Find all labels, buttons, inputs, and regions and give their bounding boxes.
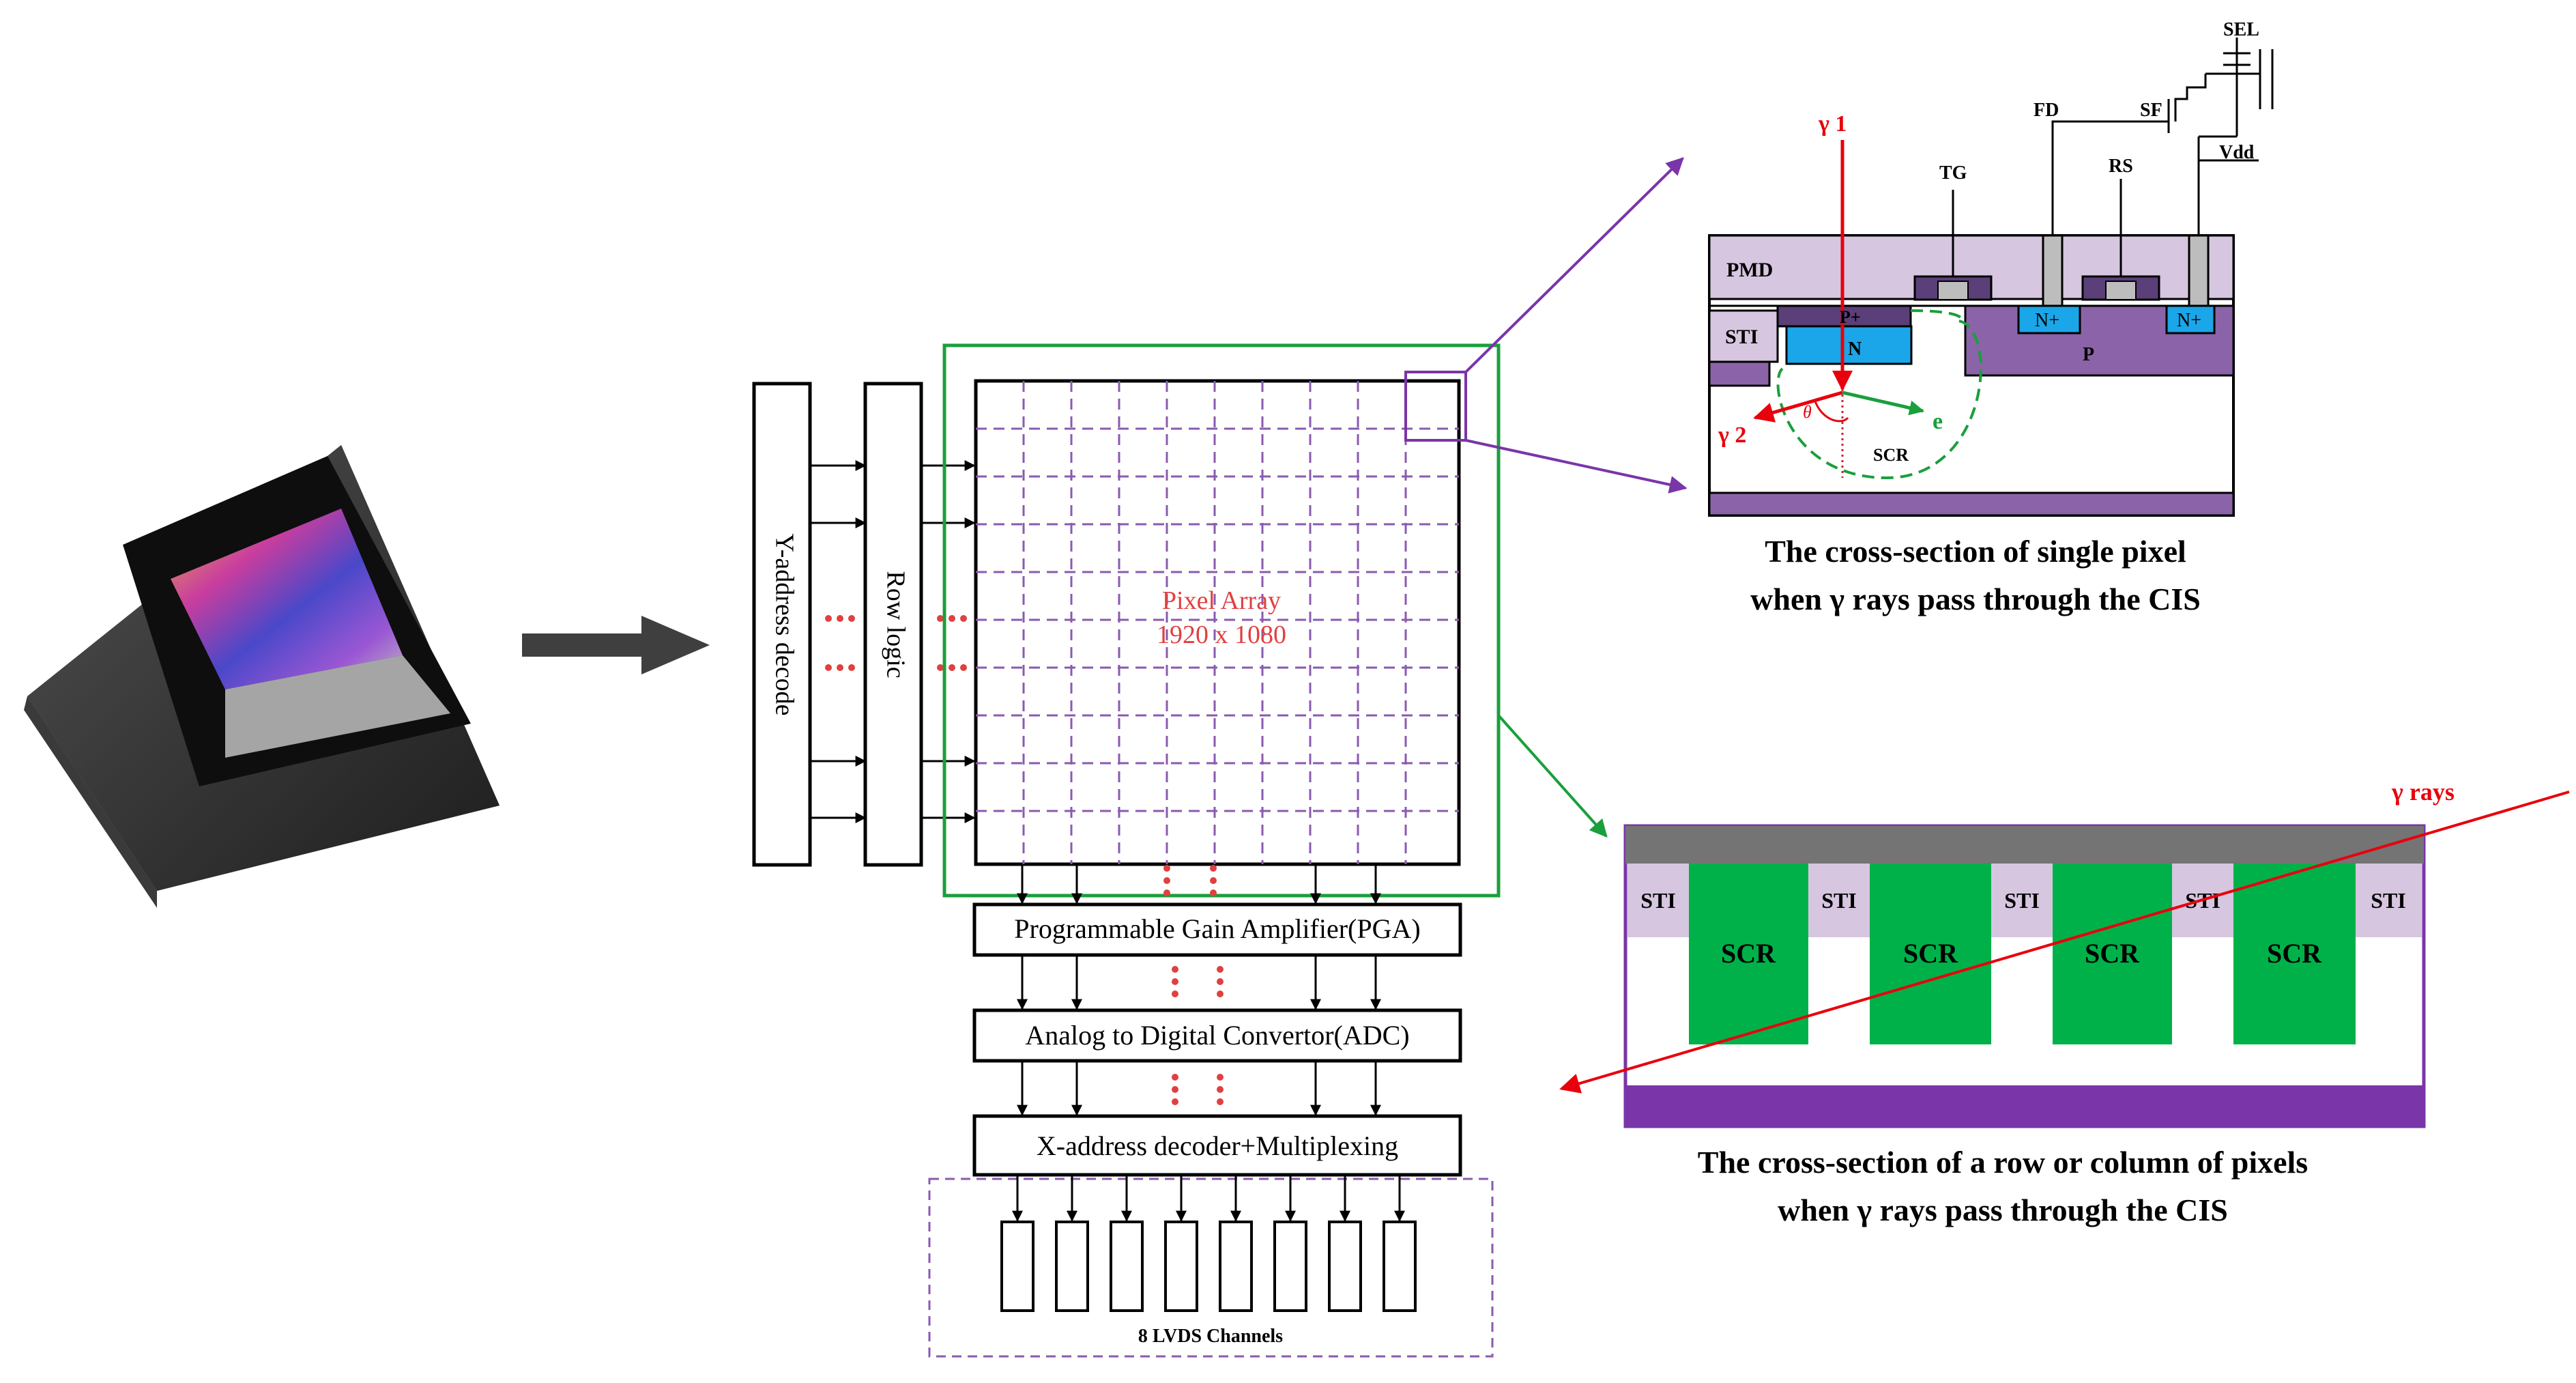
big-right-arrow-icon bbox=[522, 616, 710, 674]
row-logic-label: Row logic bbox=[881, 571, 910, 678]
row-scr-label-3: SCR bbox=[2085, 938, 2140, 969]
adc-block: Analog to Digital Convertor(ADC) bbox=[972, 1008, 1462, 1063]
fd-label: FD bbox=[2034, 100, 2059, 121]
pixel-array-size: 1920 x 1080 bbox=[1157, 621, 1286, 649]
pixel-array: Pixel Array 1920 x 1080 bbox=[974, 379, 1461, 866]
lvds-channel-5 bbox=[1219, 1221, 1253, 1312]
gamma1-label: γ 1 bbox=[1818, 111, 1847, 137]
electron-label: e bbox=[1933, 409, 1943, 434]
row-ellipsis-dots bbox=[825, 615, 967, 671]
y-address-decode-block: Y-address decode bbox=[752, 382, 812, 867]
row-to-array-arrows bbox=[921, 460, 976, 823]
array-zoom-arrow bbox=[1497, 714, 1608, 838]
y-address-decode-label: Y-address decode bbox=[770, 534, 798, 716]
x-decoder-block: X-address decoder+Multiplexing bbox=[972, 1114, 1462, 1177]
lvds-channel-2 bbox=[1055, 1221, 1089, 1312]
theta-label: θ bbox=[1803, 402, 1812, 422]
row-scr-label-2: SCR bbox=[1903, 938, 1958, 969]
gamma2-label: γ 2 bbox=[1718, 423, 1746, 448]
pmd-label: PMD bbox=[1726, 259, 1773, 281]
n-plus-label-2: N+ bbox=[2177, 310, 2201, 331]
x-decoder-label: X-address decoder+Multiplexing bbox=[1037, 1130, 1398, 1161]
gamma-rays-label: γ rays bbox=[2391, 778, 2455, 805]
pga-label: Programmable Gain Amplifier(PGA) bbox=[1014, 913, 1420, 944]
row-sti-label-2: STI bbox=[1821, 888, 1857, 913]
adc-label: Analog to Digital Convertor(ADC) bbox=[1025, 1020, 1409, 1051]
pixel-caption-line1: The cross-section of single pixel bbox=[1765, 534, 2186, 569]
image-sensor-chip-icon bbox=[24, 445, 500, 908]
adc-to-decoder-arrows bbox=[1017, 1061, 1381, 1116]
single-pixel-cross-section: SEL FD SF Vdd TG RS PMD STI P+ N N+ N+ P… bbox=[1708, 19, 2274, 616]
n-plus-label-1: N+ bbox=[2035, 310, 2059, 331]
row-caption-line2: when γ rays pass through the CIS bbox=[1778, 1193, 2228, 1227]
scr-label: SCR bbox=[1873, 445, 1909, 465]
row-sti-label-3: STI bbox=[2004, 888, 2040, 913]
lvds-channel-3 bbox=[1110, 1221, 1144, 1312]
pixel-zoom-arrow-bottom bbox=[1465, 439, 1688, 494]
tg-label: TG bbox=[1939, 162, 1967, 184]
row-sti-label-1: STI bbox=[1640, 888, 1676, 913]
row-logic-block: Row logic bbox=[863, 382, 923, 867]
n-label: N bbox=[1848, 339, 1862, 360]
column-ellipsis-dots-3 bbox=[1172, 1074, 1224, 1105]
sti-label: STI bbox=[1725, 326, 1758, 348]
sel-label: SEL bbox=[2223, 19, 2259, 40]
column-ellipsis-dots-1 bbox=[1163, 865, 1217, 896]
sf-label: SF bbox=[2140, 100, 2162, 121]
pixel-zoom-arrow-top bbox=[1464, 157, 1684, 373]
row-cross-section: STI STI STI STI STI SCR SCR SCR SCR γ ra… bbox=[1559, 778, 2570, 1227]
lvds-channel-4 bbox=[1164, 1221, 1198, 1312]
single-pixel-highlight bbox=[1404, 371, 1467, 442]
lvds-channel-6 bbox=[1273, 1221, 1307, 1312]
vdd-label: Vdd bbox=[2219, 142, 2255, 163]
decode-to-row-arrows bbox=[810, 460, 867, 823]
p-plus-label: P+ bbox=[1840, 307, 1861, 327]
lvds-channel-1 bbox=[1000, 1221, 1034, 1312]
row-scr-label-4: SCR bbox=[2267, 938, 2322, 969]
pixel-array-title: Pixel Array bbox=[1162, 586, 1281, 615]
row-caption-line1: The cross-section of a row or column of … bbox=[1698, 1145, 2308, 1180]
array-to-pga-arrows bbox=[1017, 864, 1381, 904]
pixel-caption-line2: when γ rays pass through the CIS bbox=[1750, 582, 2201, 616]
lvds-label: 8 LVDS Channels bbox=[1138, 1326, 1283, 1347]
lvds-channels-group: 8 LVDS Channels bbox=[928, 1175, 1494, 1358]
p-label: P bbox=[2083, 344, 2094, 365]
pga-block: Programmable Gain Amplifier(PGA) bbox=[972, 902, 1462, 957]
array-highlight-box bbox=[942, 343, 1501, 898]
row-sti-label-5: STI bbox=[2371, 888, 2406, 913]
column-ellipsis-dots-2 bbox=[1172, 966, 1224, 997]
gamma-ray-line bbox=[1559, 790, 2570, 1094]
pga-to-adc-arrows bbox=[1017, 955, 1381, 1010]
lvds-channel-7 bbox=[1328, 1221, 1362, 1312]
lvds-channel-8 bbox=[1383, 1221, 1417, 1312]
row-scr-label-1: SCR bbox=[1721, 938, 1776, 969]
pixel-grid bbox=[976, 381, 1459, 864]
rs-label: RS bbox=[2109, 156, 2133, 177]
